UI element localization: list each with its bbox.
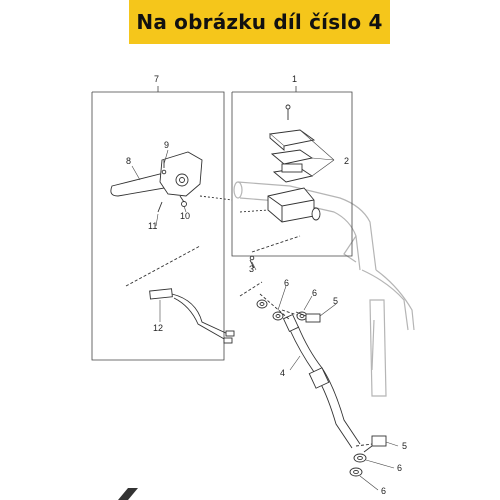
title-text: Na obrázku díl číslo 4 [136, 10, 383, 34]
callout-leaders [131, 149, 399, 491]
callout-7: 7 [154, 74, 159, 84]
title-banner: Na obrázku díl číslo 4 [129, 0, 390, 44]
callout-6-upper-right: 6 [312, 288, 317, 298]
callout-1: 1 [292, 74, 297, 84]
corner-mark [118, 488, 138, 500]
callout-2: 2 [344, 156, 349, 166]
callout-6-upper-left: 6 [284, 278, 289, 288]
callout-6-lower-bottom: 6 [381, 486, 386, 496]
callout-6-lower-right: 6 [397, 463, 402, 473]
callout-10: 10 [180, 211, 190, 221]
leader-2 [299, 129, 335, 177]
callout-4: 4 [280, 368, 285, 378]
brake-switch-wire [125, 245, 235, 344]
callout-11: 11 [148, 221, 157, 231]
bolts-washers [249, 255, 387, 477]
group-box-7 [91, 86, 225, 361]
callout-8: 8 [126, 156, 131, 166]
handlebar-outline [233, 181, 415, 397]
brake-hose [239, 281, 373, 449]
callout-3: 3 [249, 264, 254, 274]
callout-9: 9 [164, 140, 169, 150]
callout-5-upper: 5 [333, 296, 338, 306]
callout-5-lower: 5 [402, 441, 407, 451]
callout-labels: 7 1 2 9 8 10 11 3 6 6 5 12 4 5 6 6 [126, 74, 407, 496]
callout-12: 12 [153, 323, 163, 333]
group-box-1 [231, 86, 353, 257]
master-cylinder-assembly [239, 104, 321, 253]
brake-lever-assembly [110, 151, 233, 213]
